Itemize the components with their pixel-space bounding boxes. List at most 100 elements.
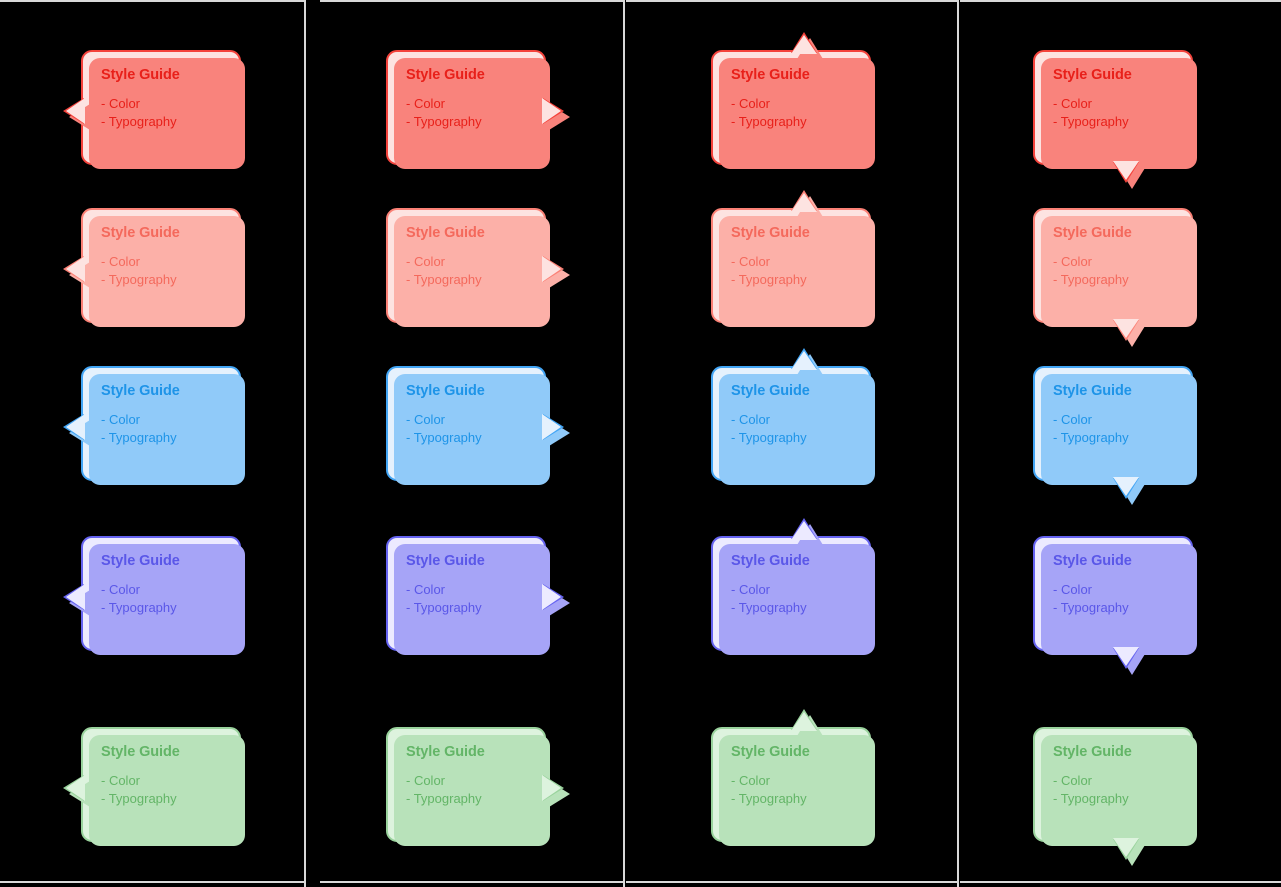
- divider-tail-top-bottom: [626, 881, 959, 883]
- card-title: Style Guide: [101, 553, 180, 569]
- card-title: Style Guide: [406, 383, 485, 399]
- bubble-tail-top: [791, 351, 817, 370]
- card-title: Style Guide: [1053, 744, 1132, 760]
- bubble-tail-right: [542, 775, 561, 801]
- speech-bubble-blue-tail-left[interactable]: Style Guide- Color- Typography: [63, 366, 245, 485]
- card-list-item-1: - Color: [731, 411, 771, 427]
- card-list-item-2: - Typography: [1053, 599, 1129, 615]
- speech-bubble-indigo-tail-top[interactable]: Style Guide - Color - Typography: [711, 518, 875, 655]
- bubble-tail-bottom: [1113, 161, 1139, 180]
- card-list-item-1: - Color: [1053, 253, 1093, 269]
- card-title: Style Guide: [731, 744, 810, 760]
- bubble-tail-left: [66, 584, 85, 610]
- card-list-item-1: - Color: [101, 411, 141, 427]
- card-list-item-1: - Color: [1053, 411, 1093, 427]
- card-title: Style Guide: [731, 67, 810, 83]
- card-list-item-2: - Typography: [1053, 113, 1129, 129]
- card-title: Style Guide: [101, 225, 180, 241]
- speech-bubble-green-tail-bottom[interactable]: Style Guide- Color- Typography: [1033, 727, 1197, 866]
- card-list-item-2: - Typography: [406, 113, 482, 129]
- divider-tail-bottom-top: [960, 0, 1281, 2]
- bubble-tail-right: [542, 98, 561, 124]
- card-list-item-1: - Color: [731, 253, 771, 269]
- card-list-item-2: - Typography: [101, 790, 177, 806]
- card-title: Style Guide: [101, 67, 180, 83]
- card-list-item-2: - Typography: [1053, 271, 1129, 287]
- card-list-item-2: - Typography: [406, 790, 482, 806]
- card-title: Style Guide: [1053, 67, 1132, 83]
- speech-bubble-red-tail-top[interactable]: Style Guide- Color- Typography: [711, 32, 875, 169]
- card-title: Style Guide: [731, 383, 810, 399]
- card-list-item-2: - Typography: [101, 113, 177, 129]
- card-list-item-1: - Color: [406, 411, 446, 427]
- card-title: Style Guide: [731, 225, 810, 241]
- card-list-item-1: - Color: [731, 581, 771, 597]
- speech-bubble-coral-tail-bottom[interactable]: Style Guide - Color - Typography: [1033, 208, 1197, 347]
- card-list-item-2: - Typography: [406, 271, 482, 287]
- speech-bubble-coral-tail-right[interactable]: Style Guide - Color - Typography: [386, 208, 570, 327]
- card-list-item-2: - Typography: [1053, 790, 1129, 806]
- bubble-tail-bottom: [1113, 647, 1139, 666]
- card-title: Style Guide: [406, 225, 485, 241]
- card-list-item-1: - Color: [731, 772, 771, 788]
- card-list-item-2: - Typography: [101, 599, 177, 615]
- card-list-item-1: - Color: [406, 772, 446, 788]
- card-title: Style Guide: [1053, 553, 1132, 569]
- speech-bubble-red-tail-right[interactable]: Style Guide - Color - Typography: [386, 50, 570, 169]
- speech-bubble-blue-tail-top[interactable]: Style Guide- Color- Typography: [711, 348, 875, 485]
- speech-bubble-indigo-tail-bottom[interactable]: Style Guide - Color - Typography: [1033, 536, 1197, 675]
- card-list-item-1: - Color: [1053, 581, 1093, 597]
- bubble-tail-top: [791, 712, 817, 731]
- card-list-item-2: - Typography: [731, 271, 807, 287]
- speech-bubble-indigo-tail-right[interactable]: Style Guide - Color - Typography: [386, 536, 570, 655]
- speech-bubble-blue-tail-bottom[interactable]: Style Guide - Color - Typography: [1033, 366, 1197, 505]
- card-list-item-2: - Typography: [731, 113, 807, 129]
- divider-tail-left-bottom: [0, 881, 306, 883]
- bubble-tail-top: [791, 193, 817, 212]
- card-title: Style Guide: [1053, 383, 1132, 399]
- bubble-tail-left: [66, 775, 85, 801]
- card-list-item-2: - Typography: [101, 271, 177, 287]
- divider-tail-right-bottom: [320, 881, 625, 883]
- speech-bubble-indigo-tail-left[interactable]: Style Guide- Color- Typography: [63, 536, 245, 655]
- card-title: Style Guide: [1053, 225, 1132, 241]
- divider-tail-right-right: [623, 0, 625, 887]
- card-list-item-1: - Color: [406, 253, 446, 269]
- card-list-item-1: - Color: [101, 772, 141, 788]
- divider-tail-bottom-bottom: [960, 881, 1281, 883]
- bubble-tail-bottom: [1113, 319, 1139, 338]
- speech-bubble-blue-tail-right[interactable]: Style Guide - Color - Typography: [386, 366, 570, 485]
- card-title: Style Guide: [406, 67, 485, 83]
- card-list-item-2: - Typography: [731, 790, 807, 806]
- card-title: Style Guide: [406, 744, 485, 760]
- card-list-item-1: - Color: [1053, 95, 1093, 111]
- bubble-tail-right: [542, 584, 561, 610]
- speech-bubble-red-tail-bottom[interactable]: Style Guide - Color - Typography: [1033, 50, 1197, 189]
- divider-tail-right-top: [320, 0, 625, 2]
- speech-bubble-green-tail-left[interactable]: Style Guide - Color - Typography: [63, 727, 245, 846]
- bubble-tail-left: [66, 98, 85, 124]
- speech-bubble-coral-tail-top[interactable]: Style Guide - Color - Typography: [711, 190, 875, 327]
- card-list-item-2: - Typography: [406, 599, 482, 615]
- card-list-item-2: - Typography: [1053, 429, 1129, 445]
- card-list-item-1: - Color: [406, 95, 446, 111]
- card-title: Style Guide: [731, 553, 810, 569]
- bubble-tail-bottom: [1113, 838, 1139, 857]
- bubble-tail-right: [542, 256, 561, 282]
- card-title: Style Guide: [101, 383, 180, 399]
- bubble-tail-right: [542, 414, 561, 440]
- card-list-item-2: - Typography: [731, 599, 807, 615]
- speech-bubble-red-tail-left[interactable]: Style Guide - Color - Typography: [63, 50, 245, 169]
- speech-bubble-coral-tail-left[interactable]: Style Guide- Color- Typography: [63, 208, 245, 327]
- bubble-tail-left: [66, 256, 85, 282]
- card-list-item-1: - Color: [101, 95, 141, 111]
- card-list-item-2: - Typography: [406, 429, 482, 445]
- divider-tail-left-right: [304, 0, 306, 887]
- card-list-item-1: - Color: [406, 581, 446, 597]
- card-title: Style Guide: [406, 553, 485, 569]
- bubble-tail-left: [66, 414, 85, 440]
- card-title: Style Guide: [101, 744, 180, 760]
- speech-bubble-green-tail-right[interactable]: Style Guide - Color - Typography: [386, 727, 570, 846]
- speech-bubble-green-tail-top[interactable]: Style Guide - Color - Typography: [711, 709, 875, 846]
